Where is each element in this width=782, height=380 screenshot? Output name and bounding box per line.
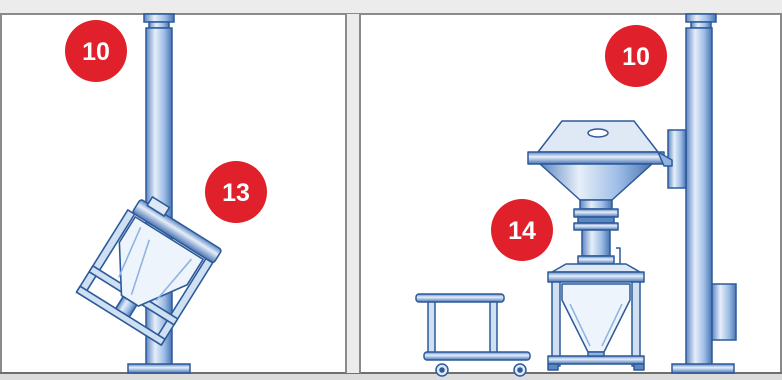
badge-left-top: 10 [65,20,127,82]
svg-text:10: 10 [622,43,650,71]
docking-hood [527,120,673,265]
svg-text:14: 14 [508,217,536,245]
tilted-ibc-container [75,196,222,346]
trolley [415,293,531,377]
left-lift-column [127,13,191,374]
badge-right-top: 10 [605,25,667,87]
right-lift-column [667,13,737,374]
badge-right-mid: 14 [491,199,553,261]
badge-left-mid: 13 [205,161,267,223]
svg-text:10: 10 [82,38,110,66]
svg-text:13: 13 [222,179,250,207]
ibc-container [547,263,645,371]
